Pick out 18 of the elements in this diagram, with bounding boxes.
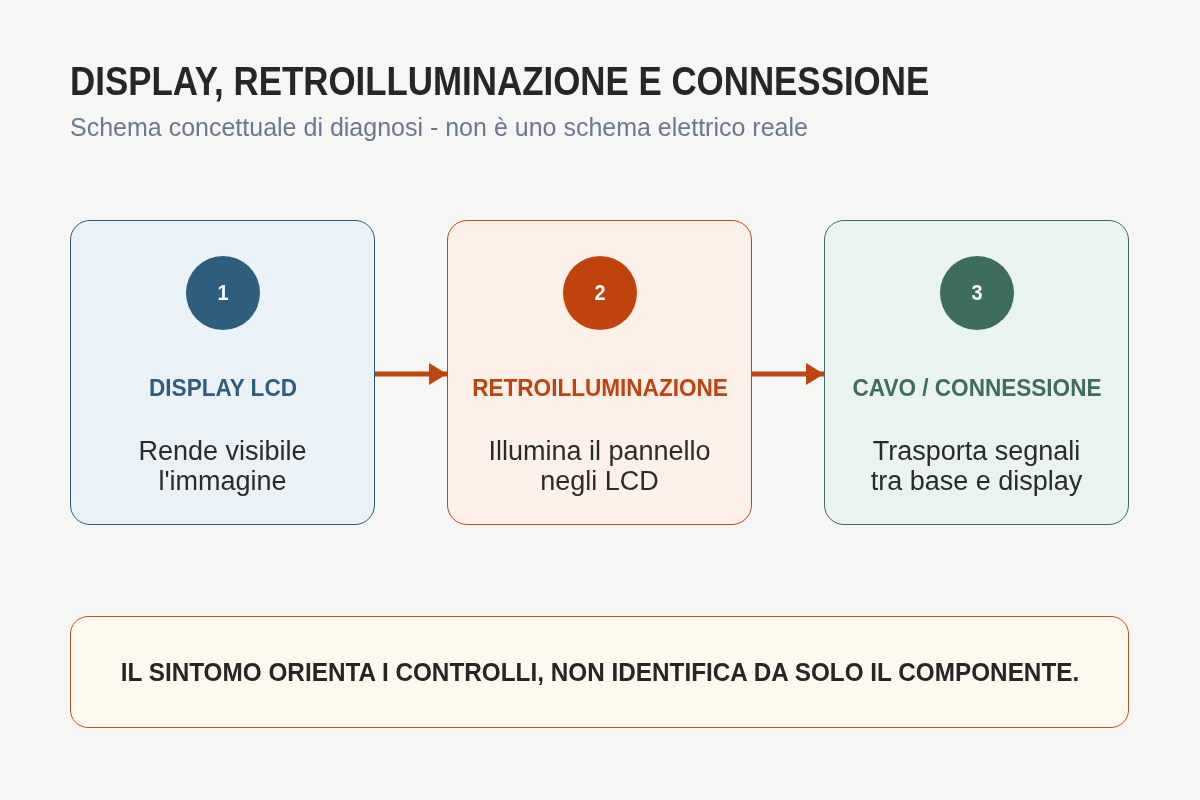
component-title: RETROILLUMINAZIONE — [471, 373, 728, 403]
component-description: Illumina il pannello negli LCD — [487, 436, 712, 496]
subtitle: Schema concettuale di diagnosi - non è uno schema elettrico reale — [70, 113, 808, 141]
component-card — [447, 220, 752, 525]
step-number: 2 — [594, 280, 606, 306]
component-description: Rende visibile l'immagine — [137, 436, 308, 496]
arrow — [375, 363, 447, 385]
component-title: CAVO / CONNESSIONE — [852, 373, 1101, 403]
component-card — [70, 220, 375, 525]
key-message: IL SINTOMO ORIENTA I CONTROLLI, NON IDENTIFICA DA SOLO IL COMPONENTE. — [120, 657, 1079, 687]
component-description: Trasporta segnali tra base e display — [869, 436, 1084, 496]
component-card — [824, 220, 1129, 525]
note-banner — [70, 616, 1129, 728]
diagram-title: DISPLAY, RETROILLUMINAZIONE E CONNESSIONE — [70, 58, 930, 104]
step-number: 3 — [971, 280, 983, 306]
step-number: 1 — [217, 280, 229, 306]
arrow — [752, 363, 824, 385]
component-title: DISPLAY LCD — [148, 373, 297, 403]
